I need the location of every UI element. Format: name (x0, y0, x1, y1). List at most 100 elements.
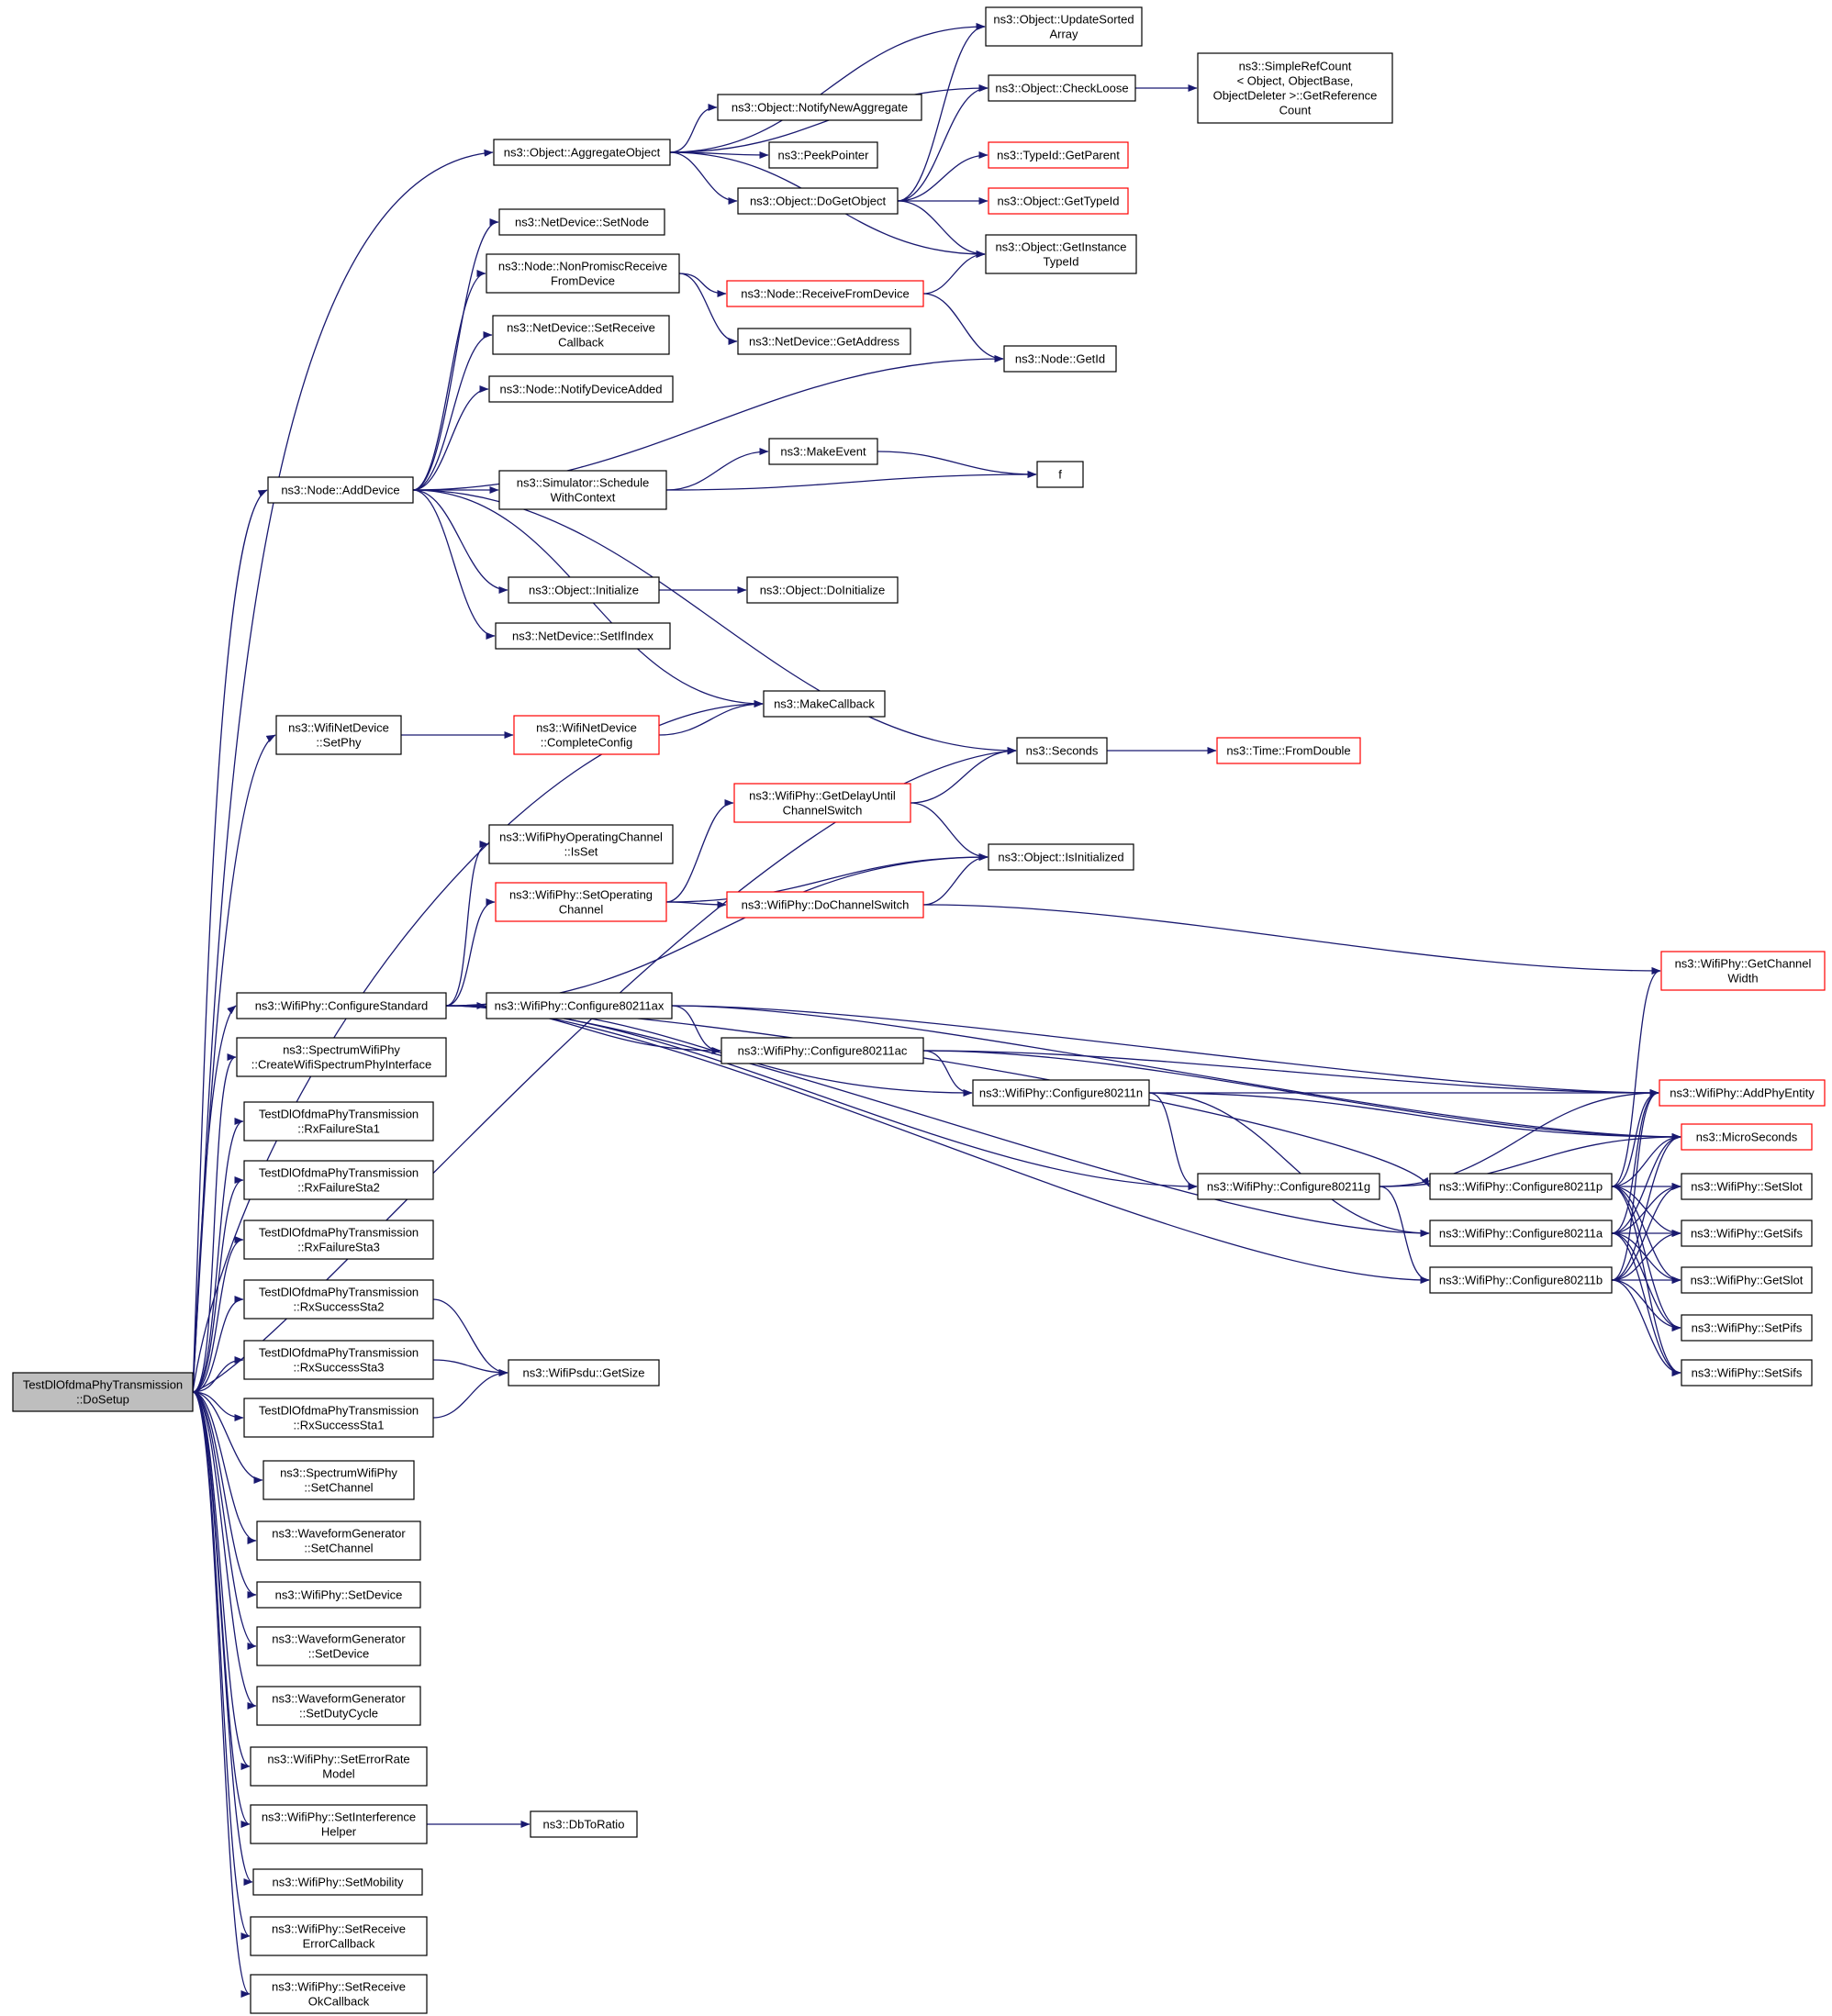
call-edge-doSetup-to-rxFailureSta3 (192, 1236, 244, 1393)
graph-node-setIfIndex[interactable]: ns3::NetDevice::SetIfIndex (495, 622, 671, 650)
graph-node-rxSuccessSta3[interactable]: TestDlOfdmaPhyTransmission::RxSuccessSta… (243, 1340, 434, 1380)
graph-node-doInitialize[interactable]: ns3::Object::DoInitialize (746, 576, 899, 604)
graph-node-rxSuccessSta2[interactable]: TestDlOfdmaPhyTransmission::RxSuccessSta… (243, 1279, 434, 1320)
graph-node-box-conf80211g (1197, 1173, 1380, 1200)
graph-node-opChannelIsSet[interactable]: ns3::WifiPhyOperatingChannel::IsSet (488, 824, 674, 864)
graph-node-getSize[interactable]: ns3::WifiPsdu::GetSize (508, 1359, 660, 1387)
graph-node-addPhyEntity[interactable]: ns3::WifiPhy::AddPhyEntity (1659, 1079, 1826, 1107)
graph-node-label-aggregateObject: ns3::Object::AggregateObject (504, 146, 661, 160)
graph-node-receiveFromDevice[interactable]: ns3::Node::ReceiveFromDevice (726, 280, 924, 307)
graph-node-checkLoose[interactable]: ns3::Object::CheckLoose (988, 74, 1136, 102)
call-edge-conf80211p-to-addPhyEntity (1611, 1089, 1659, 1187)
graph-node-conf80211b[interactable]: ns3::WifiPhy::Configure80211b (1429, 1266, 1613, 1294)
graph-node-wgSetDevice[interactable]: ns3::WaveformGenerator::SetDevice (256, 1626, 421, 1666)
graph-node-box-createWifiSpectrum (236, 1037, 447, 1077)
call-edge-doSetup-to-configureStandard (192, 1005, 237, 1393)
graph-node-box-addPhyEntity (1659, 1079, 1826, 1107)
graph-node-conf80211a[interactable]: ns3::WifiPhy::Configure80211a (1429, 1220, 1613, 1247)
graph-node-makeCallback[interactable]: ns3::MakeCallback (763, 690, 886, 718)
graph-node-f[interactable]: f (1036, 461, 1084, 488)
graph-node-peekPointer[interactable]: ns3::PeekPointer (768, 141, 878, 169)
graph-node-configureStandard[interactable]: ns3::WifiPhy::ConfigureStandard (236, 992, 447, 1019)
graph-node-isInitialized[interactable]: ns3::Object::IsInitialized (988, 843, 1134, 871)
graph-node-initialize[interactable]: ns3::Object::Initialize (508, 576, 660, 604)
graph-node-box-setReceiveErrorCallback (250, 1916, 428, 1956)
graph-node-conf80211p[interactable]: ns3::WifiPhy::Configure80211p (1429, 1173, 1613, 1200)
graph-node-getRefCount[interactable]: ns3::SimpleRefCount< Object, ObjectBase,… (1197, 52, 1393, 124)
graph-node-box-conf80211ax (486, 992, 673, 1019)
graph-node-box-setOperatingChannel (495, 882, 667, 922)
call-edge-conf80211p-to-microSeconds (1611, 1133, 1681, 1187)
graph-node-dbToRatio[interactable]: ns3::DbToRatio (530, 1810, 638, 1838)
graph-node-conf80211n[interactable]: ns3::WifiPhy::Configure80211n (972, 1079, 1150, 1107)
graph-node-seconds[interactable]: ns3::Seconds (1016, 737, 1108, 764)
graph-node-makeEvent[interactable]: ns3::MakeEvent (768, 438, 878, 465)
graph-node-label-conf80211a: ns3::WifiPhy::Configure80211a (1439, 1227, 1603, 1241)
graph-node-label-addPhyEntity: ns3::WifiPhy::AddPhyEntity (1670, 1086, 1815, 1100)
graph-node-getId[interactable]: ns3::Node::GetId (1003, 345, 1117, 373)
graph-node-setMobility[interactable]: ns3::WifiPhy::SetMobility (252, 1868, 423, 1896)
graph-node-box-initialize (508, 576, 660, 604)
graph-node-fromDouble[interactable]: ns3::Time::FromDouble (1216, 737, 1361, 764)
graph-node-conf80211g[interactable]: ns3::WifiPhy::Configure80211g (1197, 1173, 1380, 1200)
graph-node-box-notifyNewAgg (717, 94, 922, 121)
graph-node-aggregateObject[interactable]: ns3::Object::AggregateObject (493, 139, 671, 166)
call-edge-conf80211a-to-addPhyEntity (1611, 1089, 1659, 1234)
graph-node-getAddress[interactable]: ns3::NetDevice::GetAddress (737, 328, 911, 355)
graph-node-createWifiSpectrum[interactable]: ns3::SpectrumWifiPhy::CreateWifiSpectrum… (236, 1037, 447, 1077)
graph-node-box-conf80211ac (721, 1037, 924, 1064)
graph-node-setSlot[interactable]: ns3::WifiPhy::SetSlot (1681, 1173, 1813, 1200)
graph-node-notifyNewAgg[interactable]: ns3::Object::NotifyNewAggregate (717, 94, 922, 121)
graph-node-getSifs[interactable]: ns3::WifiPhy::GetSifs (1681, 1220, 1813, 1247)
graph-node-setSifs[interactable]: ns3::WifiPhy::SetSifs (1681, 1359, 1813, 1387)
graph-node-setPhy[interactable]: ns3::WifiNetDevice::SetPhy (275, 715, 402, 755)
graph-node-spectrumSetChannel[interactable]: ns3::SpectrumWifiPhy::SetChannel (263, 1460, 415, 1500)
graph-node-completeConfig[interactable]: ns3::WifiNetDevice::CompleteConfig (513, 715, 660, 755)
graph-node-conf80211ac[interactable]: ns3::WifiPhy::Configure80211ac (721, 1037, 924, 1064)
graph-node-wgSetChannel[interactable]: ns3::WaveformGenerator::SetChannel (256, 1520, 421, 1561)
call-edge-doSetup-to-createWifiSpectrum (192, 1053, 237, 1393)
graph-node-wgSetDutyCycle[interactable]: ns3::WaveformGenerator::SetDutyCycle (256, 1686, 421, 1726)
graph-node-doChannelSwitch[interactable]: ns3::WifiPhy::DoChannelSwitch (726, 891, 924, 919)
graph-node-box-getChannelWidth (1660, 951, 1826, 991)
graph-node-rxFailureSta1[interactable]: TestDlOfdmaPhyTransmission::RxFailureSta… (243, 1101, 434, 1142)
graph-node-getTypeId[interactable]: ns3::Object::GetTypeId (988, 187, 1129, 215)
graph-node-rxFailureSta2[interactable]: TestDlOfdmaPhyTransmission::RxFailureSta… (243, 1160, 434, 1200)
graph-node-microSeconds[interactable]: ns3::MicroSeconds (1681, 1123, 1813, 1151)
call-edge-setOperatingChannel-to-isInitialized (665, 853, 989, 903)
graph-node-conf80211ax[interactable]: ns3::WifiPhy::Configure80211ax (486, 992, 673, 1019)
graph-node-setNode[interactable]: ns3::NetDevice::SetNode (498, 208, 665, 236)
graph-node-getParent[interactable]: ns3::TypeId::GetParent (988, 141, 1129, 169)
graph-node-doGetObject[interactable]: ns3::Object::DoGetObject (737, 187, 899, 215)
graph-node-setDevice[interactable]: ns3::WifiPhy::SetDevice (256, 1581, 421, 1609)
graph-node-rxSuccessSta1[interactable]: TestDlOfdmaPhyTransmission::RxSuccessSta… (243, 1398, 434, 1438)
graph-node-label-createWifiSpectrum: ns3::SpectrumWifiPhy::CreateWifiSpectrum… (251, 1043, 432, 1072)
graph-node-label-peekPointer: ns3::PeekPointer (777, 149, 869, 162)
graph-node-doSetup[interactable]: TestDlOfdmaPhyTransmission::DoSetup (12, 1372, 194, 1412)
graph-node-rxFailureSta3[interactable]: TestDlOfdmaPhyTransmission::RxFailureSta… (243, 1220, 434, 1260)
graph-node-notifyDeviceAdded[interactable]: ns3::Node::NotifyDeviceAdded (488, 375, 674, 403)
graph-node-getSlot[interactable]: ns3::WifiPhy::GetSlot (1681, 1266, 1813, 1294)
call-edge-doSetup-to-wgSetDevice (192, 1391, 257, 1650)
graph-node-label-getId: ns3::Node::GetId (1015, 352, 1105, 366)
graph-node-setPifs[interactable]: ns3::WifiPhy::SetPifs (1681, 1314, 1813, 1342)
graph-node-addDevice[interactable]: ns3::Node::AddDevice (267, 476, 414, 504)
graph-node-box-configureStandard (236, 992, 447, 1019)
graph-node-label-getSlot: ns3::WifiPhy::GetSlot (1691, 1274, 1804, 1287)
